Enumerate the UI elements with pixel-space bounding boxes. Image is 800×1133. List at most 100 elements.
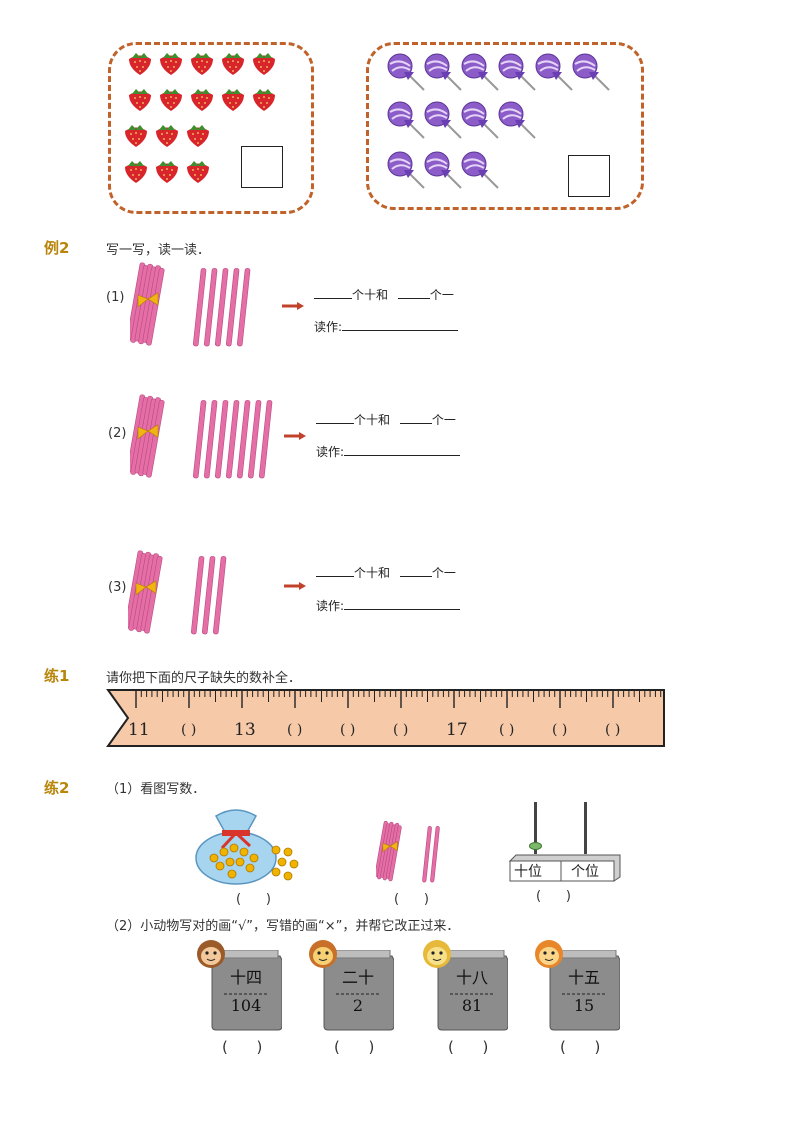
ruler-mark[interactable]: ( ): [605, 722, 621, 738]
strawberry-icon: [187, 161, 209, 183]
practice2-label: 练2: [44, 779, 70, 797]
strawberry-icon: [160, 89, 182, 111]
card-board: [323, 950, 394, 1031]
card-board: [211, 950, 282, 1031]
strawberry-icon: [129, 53, 151, 75]
arrow-icon: [282, 302, 304, 310]
ones-text: 个一: [431, 566, 456, 580]
answer-paren[interactable]: ( ): [236, 892, 271, 907]
loose-stick: [192, 268, 207, 347]
strawberry-answer-box[interactable]: [241, 146, 283, 188]
lollipop-icon: [572, 53, 610, 91]
stick-bundle-picture: [376, 820, 440, 883]
tens-ones-line: 个十和 个一: [314, 286, 454, 303]
bow-icon: [382, 841, 398, 853]
stick-bundle-picture: [130, 262, 251, 347]
ruler-mark: 11: [128, 720, 150, 740]
loose-stick: [236, 268, 251, 347]
card-written-number: 81: [461, 996, 483, 1015]
card-written-number: 15: [573, 996, 595, 1015]
loose-stick: [214, 400, 229, 479]
loose-stick: [214, 268, 229, 347]
bow-icon: [137, 424, 159, 440]
lollipop-icon: [424, 101, 462, 139]
read-line: 读作:: [314, 318, 459, 335]
loose-stick: [422, 825, 432, 883]
loose-stick: [203, 400, 218, 479]
answer-paren[interactable]: ( ): [394, 892, 429, 907]
item-number: (1): [106, 290, 125, 305]
tens-text: 个十和: [354, 566, 391, 580]
ruler-mark: 13: [234, 720, 256, 740]
stick-bundle-picture: [130, 394, 273, 479]
practice2-part1: （1）看图写数．: [106, 782, 206, 797]
tens-text: 个十和: [354, 413, 391, 427]
answer-paren[interactable]: ( ): [334, 1038, 375, 1056]
loose-stick: [203, 268, 218, 347]
strawberry-icon: [253, 53, 275, 75]
lollipop-answer-box[interactable]: [568, 155, 610, 197]
lollipop-icon: [498, 101, 536, 139]
lollipop-icon: [387, 53, 425, 91]
arrow-icon: [284, 432, 306, 440]
lollipop-icon: [535, 53, 573, 91]
lollipop-icon: [424, 151, 462, 189]
read-line: 读作:: [316, 443, 461, 460]
tens-ones-line: 个十和 个一: [316, 564, 456, 581]
abacus-icon: [529, 802, 587, 854]
tiger-icon: [535, 940, 563, 968]
lollipop-icon: [461, 101, 499, 139]
answer-paren[interactable]: ( ): [560, 1038, 601, 1056]
ruler-mark[interactable]: ( ): [287, 722, 303, 738]
read-blank[interactable]: [344, 455, 461, 456]
strawberry-icon: [187, 125, 209, 147]
lollipop-icon: [461, 151, 499, 189]
ones-blank[interactable]: [399, 423, 432, 424]
coin-bag-picture: [195, 809, 299, 885]
monkey-icon: [197, 940, 225, 968]
item-number: (2): [108, 426, 127, 441]
stick-bundle: [130, 262, 165, 346]
ones-place-label: 个位: [571, 864, 599, 880]
tens-blank[interactable]: [316, 576, 354, 577]
practice2-part2: （2）小动物写对的画“√”，写错的画“×”，并帮它改正过来．: [106, 919, 460, 934]
strawberry-icon: [191, 53, 213, 75]
stick-bundle: [130, 394, 165, 478]
strawberry-icon: [156, 161, 178, 183]
tens-text: 个十和: [352, 288, 389, 302]
answer-paren[interactable]: ( ): [222, 1038, 263, 1056]
tens-blank[interactable]: [316, 423, 354, 424]
ruler-mark[interactable]: ( ): [499, 722, 515, 738]
strawberry-icon: [222, 53, 244, 75]
ones-blank[interactable]: [397, 298, 430, 299]
card-chinese-number: 十四: [229, 968, 262, 987]
practice1-label: 练1: [44, 667, 70, 685]
loose-stick: [247, 400, 262, 479]
bundled-stick: [146, 267, 165, 346]
strawberry-icon: [253, 89, 275, 111]
strawberry-icon: [191, 89, 213, 111]
stick-bundle: [376, 820, 402, 882]
ruler-mark[interactable]: ( ): [393, 722, 409, 738]
read-blank[interactable]: [342, 330, 459, 331]
loose-stick: [430, 825, 440, 883]
ones-blank[interactable]: [399, 576, 432, 577]
place-value-box: [508, 854, 621, 882]
ruler-mark[interactable]: ( ): [552, 722, 568, 738]
read-blank[interactable]: [344, 609, 461, 610]
practice1-instruction: 请你把下面的尺子缺失的数补全．: [106, 671, 302, 686]
tens-blank[interactable]: [314, 298, 352, 299]
ruler-mark[interactable]: ( ): [340, 722, 356, 738]
strawberry-icon: [222, 89, 244, 111]
lollipop-group: [384, 50, 634, 200]
lollipop-icon: [387, 101, 425, 139]
lollipop-icon: [461, 53, 499, 91]
answer-paren[interactable]: ( ): [536, 889, 571, 904]
item-number: (3): [108, 580, 127, 595]
ruler-mark[interactable]: ( ): [181, 722, 197, 738]
read-line: 读作:: [316, 597, 461, 614]
answer-paren[interactable]: ( ): [448, 1038, 489, 1056]
read-text: 读作:: [314, 320, 343, 334]
